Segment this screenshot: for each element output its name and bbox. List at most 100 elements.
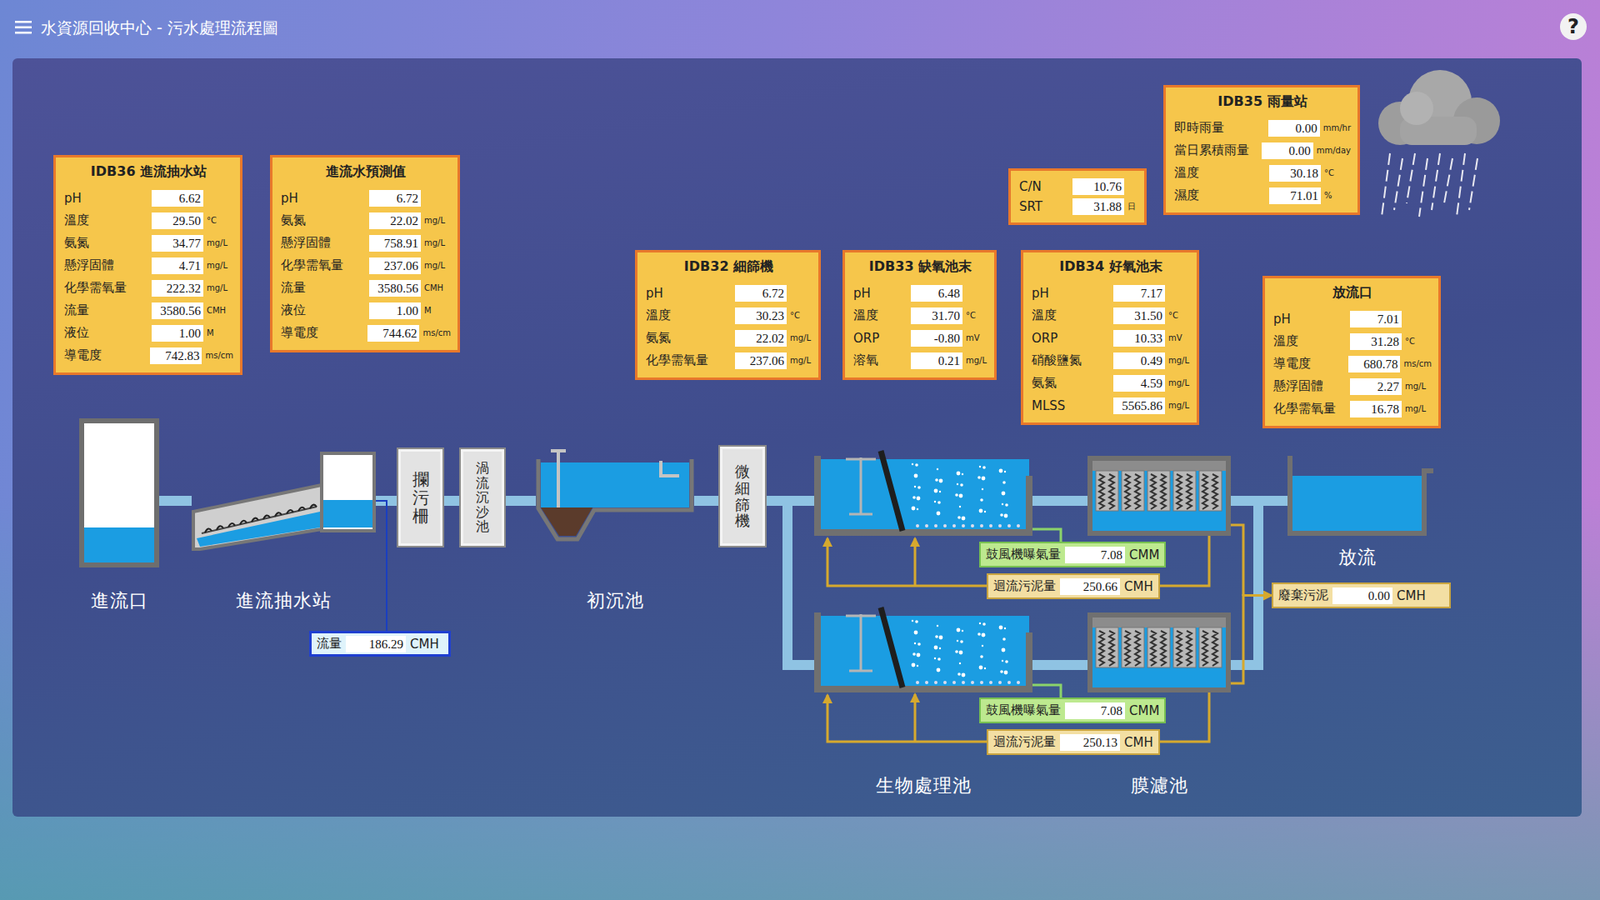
flow-leader xyxy=(375,500,387,631)
drawing-part xyxy=(1001,503,1004,505)
sensor-value: 6.72 xyxy=(369,190,421,207)
drawing-part xyxy=(1007,680,1011,685)
drawing-part xyxy=(1150,474,1156,510)
sensor-value: 31.50 xyxy=(1113,307,1165,325)
drawing-part xyxy=(1005,503,1009,507)
drawing-part xyxy=(660,460,680,476)
sensor-row: 溫度30.18°C xyxy=(1174,161,1351,185)
sensor-label: 導電度 xyxy=(280,325,368,341)
sensor-label: pH xyxy=(645,285,735,301)
drawing-part xyxy=(912,652,916,656)
reading-box: 廢棄污泥0.00CMH xyxy=(1271,582,1451,609)
sensor-value: 4.71 xyxy=(151,257,204,275)
sensor-label: 化學需氧量 xyxy=(280,257,370,274)
drawing-part xyxy=(979,509,984,514)
sensor-label: pH xyxy=(64,190,152,206)
process-tank: 放流 xyxy=(1287,455,1427,536)
sensor-value: 0.49 xyxy=(1113,352,1165,370)
sensor-value: 222.32 xyxy=(151,280,204,297)
reading-value: 0.00 xyxy=(1332,587,1393,605)
drawing-part xyxy=(1000,670,1004,674)
unit: CMH xyxy=(203,305,234,315)
sensor-row: 氨氮22.02mg/L xyxy=(280,209,451,232)
sensor-value: 744.62 xyxy=(367,325,420,342)
process-tank: 進流抽水站 xyxy=(191,451,376,551)
drawing-part xyxy=(916,508,919,510)
drawing-part xyxy=(911,663,916,668)
sensor-row: 硝酸鹽氮0.49mg/L xyxy=(1031,349,1190,372)
drawing-part xyxy=(937,657,941,661)
process-label: 進流口 xyxy=(90,588,149,614)
drawing-part xyxy=(970,680,975,685)
membrane-tank xyxy=(1087,455,1231,536)
sensor-label: 溫度 xyxy=(645,307,735,324)
drawing-part xyxy=(540,462,690,508)
unit: ms/cm xyxy=(201,350,234,360)
tank-drawing xyxy=(79,418,160,568)
drawing-part xyxy=(205,528,212,533)
unit: mV xyxy=(1165,333,1190,343)
unit: mg/L xyxy=(203,283,234,293)
unit: ms/cm xyxy=(419,328,451,338)
process-label: 初沉池 xyxy=(586,588,645,614)
drawing-part xyxy=(298,507,305,512)
drawing-part xyxy=(982,622,986,626)
drawing-part xyxy=(935,635,939,639)
drawing-part xyxy=(1431,153,1440,210)
drawing-part xyxy=(998,680,1002,685)
unit: 日 xyxy=(1124,200,1138,213)
process-tank: 膜濾池 xyxy=(1087,612,1231,693)
sensor-label: 溫度 xyxy=(853,307,911,324)
sensor-panel: 放流口pH7.01溫度31.28°C導電度680.78ms/cm懸浮固體2.27… xyxy=(1262,275,1441,429)
sensor-value: 2.27 xyxy=(1350,378,1402,395)
sensor-row: 當日累積雨量0.00mm/day xyxy=(1174,139,1351,162)
drawing-part xyxy=(1121,470,1145,511)
sensor-row: 化學需氧量16.78mg/L xyxy=(1273,397,1432,420)
equipment-label: 攔污柵 xyxy=(412,470,430,525)
sensor-value: 0.00 xyxy=(1261,142,1314,160)
sensor-label: 溫度 xyxy=(1273,333,1350,350)
equipment-box: 渦流沉沙池 xyxy=(460,449,505,546)
sensor-row: 導電度742.83ms/cm xyxy=(64,344,234,367)
sensor-label: 懸浮固體 xyxy=(1273,378,1350,395)
drawing-part xyxy=(934,657,936,660)
drawing-part xyxy=(957,515,961,520)
unit: ms/cm xyxy=(1400,359,1432,369)
unit: mg/L xyxy=(1165,400,1190,410)
drawing-part xyxy=(1202,474,1208,510)
sensor-label: 化學需氧量 xyxy=(645,352,735,369)
sensor-value: 4.59 xyxy=(1113,375,1165,392)
drawing-part xyxy=(1032,529,1061,542)
unit: CMH xyxy=(420,283,451,293)
unit: mg/L xyxy=(786,333,812,343)
drawing-part xyxy=(1186,630,1192,666)
drawing-part xyxy=(936,625,939,627)
air-line xyxy=(1032,685,1061,698)
sensor-row: 懸浮固體2.27mg/L xyxy=(1273,375,1432,398)
drawing-part xyxy=(1095,470,1119,511)
sensor-label: pH xyxy=(280,190,370,206)
drawing-part xyxy=(275,512,282,517)
reading-box: 迴流污泥量250.66CMH xyxy=(986,573,1160,600)
sensor-value: 30.18 xyxy=(1269,165,1321,182)
sensor-row: pH6.72 xyxy=(645,281,812,305)
drawing-part xyxy=(1005,660,1009,664)
drawing-part xyxy=(827,538,987,586)
panel-heading: 進流水預測值 xyxy=(280,163,451,181)
drawing-part xyxy=(1135,474,1140,510)
drawing-part xyxy=(251,518,259,523)
drawing-part xyxy=(84,527,155,563)
sensor-value: 34.77 xyxy=(151,235,204,252)
sensor-row: 氨氮22.02mg/L xyxy=(645,326,812,350)
unit: CMH xyxy=(410,636,440,652)
drawing-part xyxy=(1090,615,1229,690)
sensor-value: 237.06 xyxy=(735,352,787,370)
membrane-tank xyxy=(1087,455,1231,536)
unit: mg/L xyxy=(420,260,451,270)
drawing-part xyxy=(1292,475,1422,531)
drawing-part xyxy=(196,511,320,547)
drawing-part xyxy=(961,630,964,632)
sensor-row: SRT31.88日 xyxy=(1019,196,1138,217)
